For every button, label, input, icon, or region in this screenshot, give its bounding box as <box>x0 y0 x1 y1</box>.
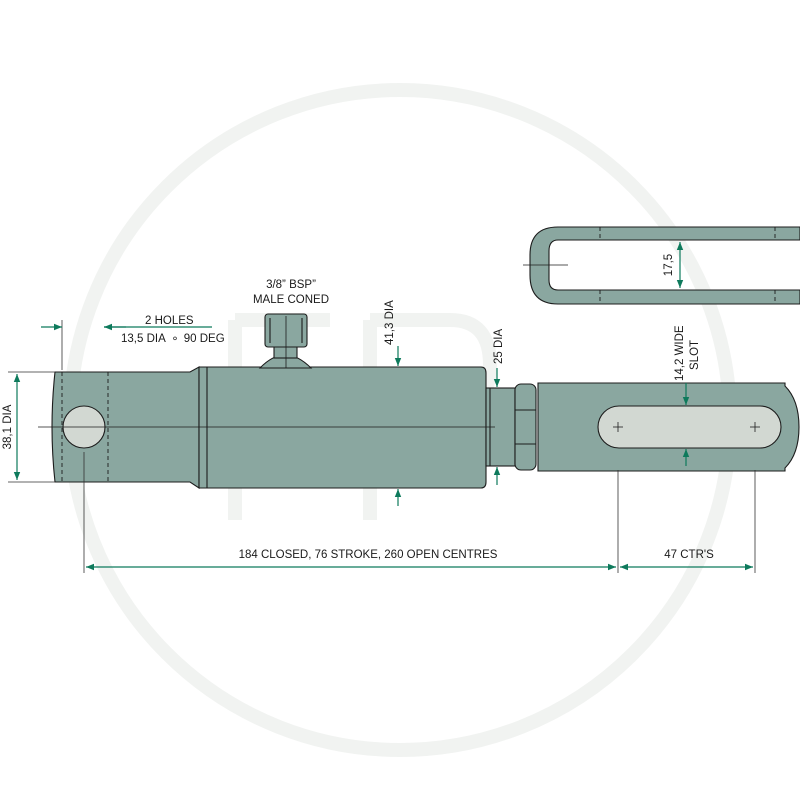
slot-width-label-line2: SLOT <box>689 340 701 370</box>
holes-diameter-label: 13,5 DIA <box>121 333 166 345</box>
rod-diameter-label: 25 DIA <box>493 329 505 364</box>
overall-length-label: 184 CLOSED, 76 STROKE, 260 OPEN CENTRES <box>239 549 498 561</box>
slot <box>597 405 782 449</box>
dimension-labels: 3/8” BSP” MALE CONED 2 HOLES 13,5 DIA ∘ … <box>2 254 714 561</box>
clevis-gap-label: 17,5 <box>663 254 675 276</box>
clevis-top-view <box>523 226 800 305</box>
bsp-label-line2: MALE CONED <box>253 294 329 306</box>
bsp-label-line1: 3/8” BSP” <box>266 279 316 291</box>
holes-angle-label: 90 DEG <box>184 333 225 345</box>
rod-eye-clevis <box>537 382 800 472</box>
slot-centres-label: 47 CTR'S <box>664 549 714 561</box>
cylinder-barrel <box>198 366 487 489</box>
extension-lines <box>8 320 756 573</box>
base-diameter-label: 38,1 DIA <box>2 404 14 449</box>
dimension-arrows <box>13 242 753 571</box>
degree-symbol: ∘ <box>171 333 178 345</box>
slot-width-label-line1: 14,2 WIDE <box>674 325 686 381</box>
body-diameter-label: 41,3 DIA <box>384 300 396 345</box>
bsp-port-fitting <box>258 313 313 369</box>
cylinder-base-end <box>51 366 200 490</box>
svg-text:13,5 DIA ∘ 90 DEG: 13,5 DIA ∘ 90 DEG <box>121 333 225 345</box>
holes-label-line1: 2 HOLES <box>145 315 194 327</box>
lock-nut <box>514 383 537 471</box>
centre-lines <box>38 316 495 428</box>
